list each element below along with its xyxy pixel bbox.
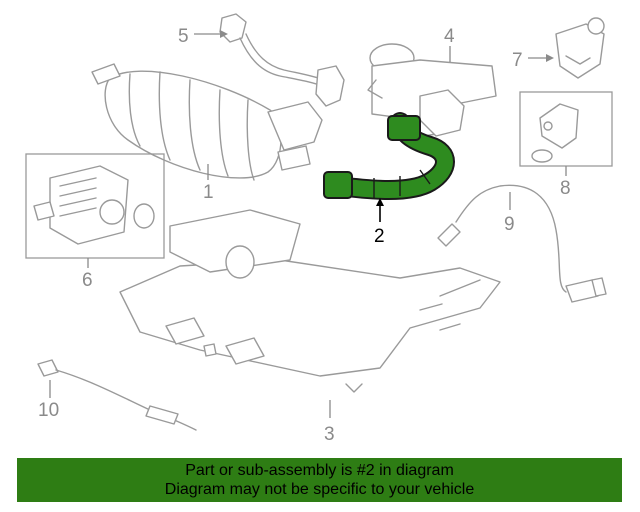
part-9-sensor[interactable] bbox=[437, 184, 607, 303]
banner-line-disclaimer: Diagram may not be specific to your vehi… bbox=[164, 481, 475, 498]
part-2-tube[interactable] bbox=[323, 112, 455, 200]
callout-6: 6 bbox=[82, 270, 93, 291]
parts-diagram: 5 4 7 1 8 9 2 6 10 3 bbox=[25, 13, 613, 445]
banner-line-part: Part or sub-assembly is #2 in diagram bbox=[185, 462, 454, 479]
callout-10: 10 bbox=[38, 400, 59, 421]
callout-9: 9 bbox=[504, 214, 515, 235]
part-1-canister[interactable] bbox=[91, 63, 323, 181]
callout-5: 5 bbox=[178, 26, 189, 47]
callout-7: 7 bbox=[512, 50, 523, 71]
part-5-hose[interactable] bbox=[219, 13, 345, 107]
leader-5-arrow bbox=[220, 30, 228, 38]
info-banner: Part or sub-assembly is #2 in diagram Di… bbox=[17, 458, 622, 502]
part-6-box bbox=[25, 153, 165, 259]
callout-2: 2 bbox=[374, 226, 385, 247]
callout-8: 8 bbox=[560, 178, 571, 199]
callout-4: 4 bbox=[444, 26, 455, 47]
part-3-bracket[interactable] bbox=[119, 209, 501, 393]
callout-1: 1 bbox=[203, 182, 214, 203]
leader-2-arrow bbox=[376, 198, 384, 206]
part-7-sensor[interactable] bbox=[555, 17, 605, 79]
callout-3: 3 bbox=[324, 424, 335, 445]
part-8-sensor[interactable] bbox=[531, 103, 579, 163]
leader-7-arrow bbox=[546, 54, 554, 62]
part-10-sensor[interactable] bbox=[37, 359, 197, 431]
part-6-canister-valve[interactable] bbox=[33, 165, 155, 245]
